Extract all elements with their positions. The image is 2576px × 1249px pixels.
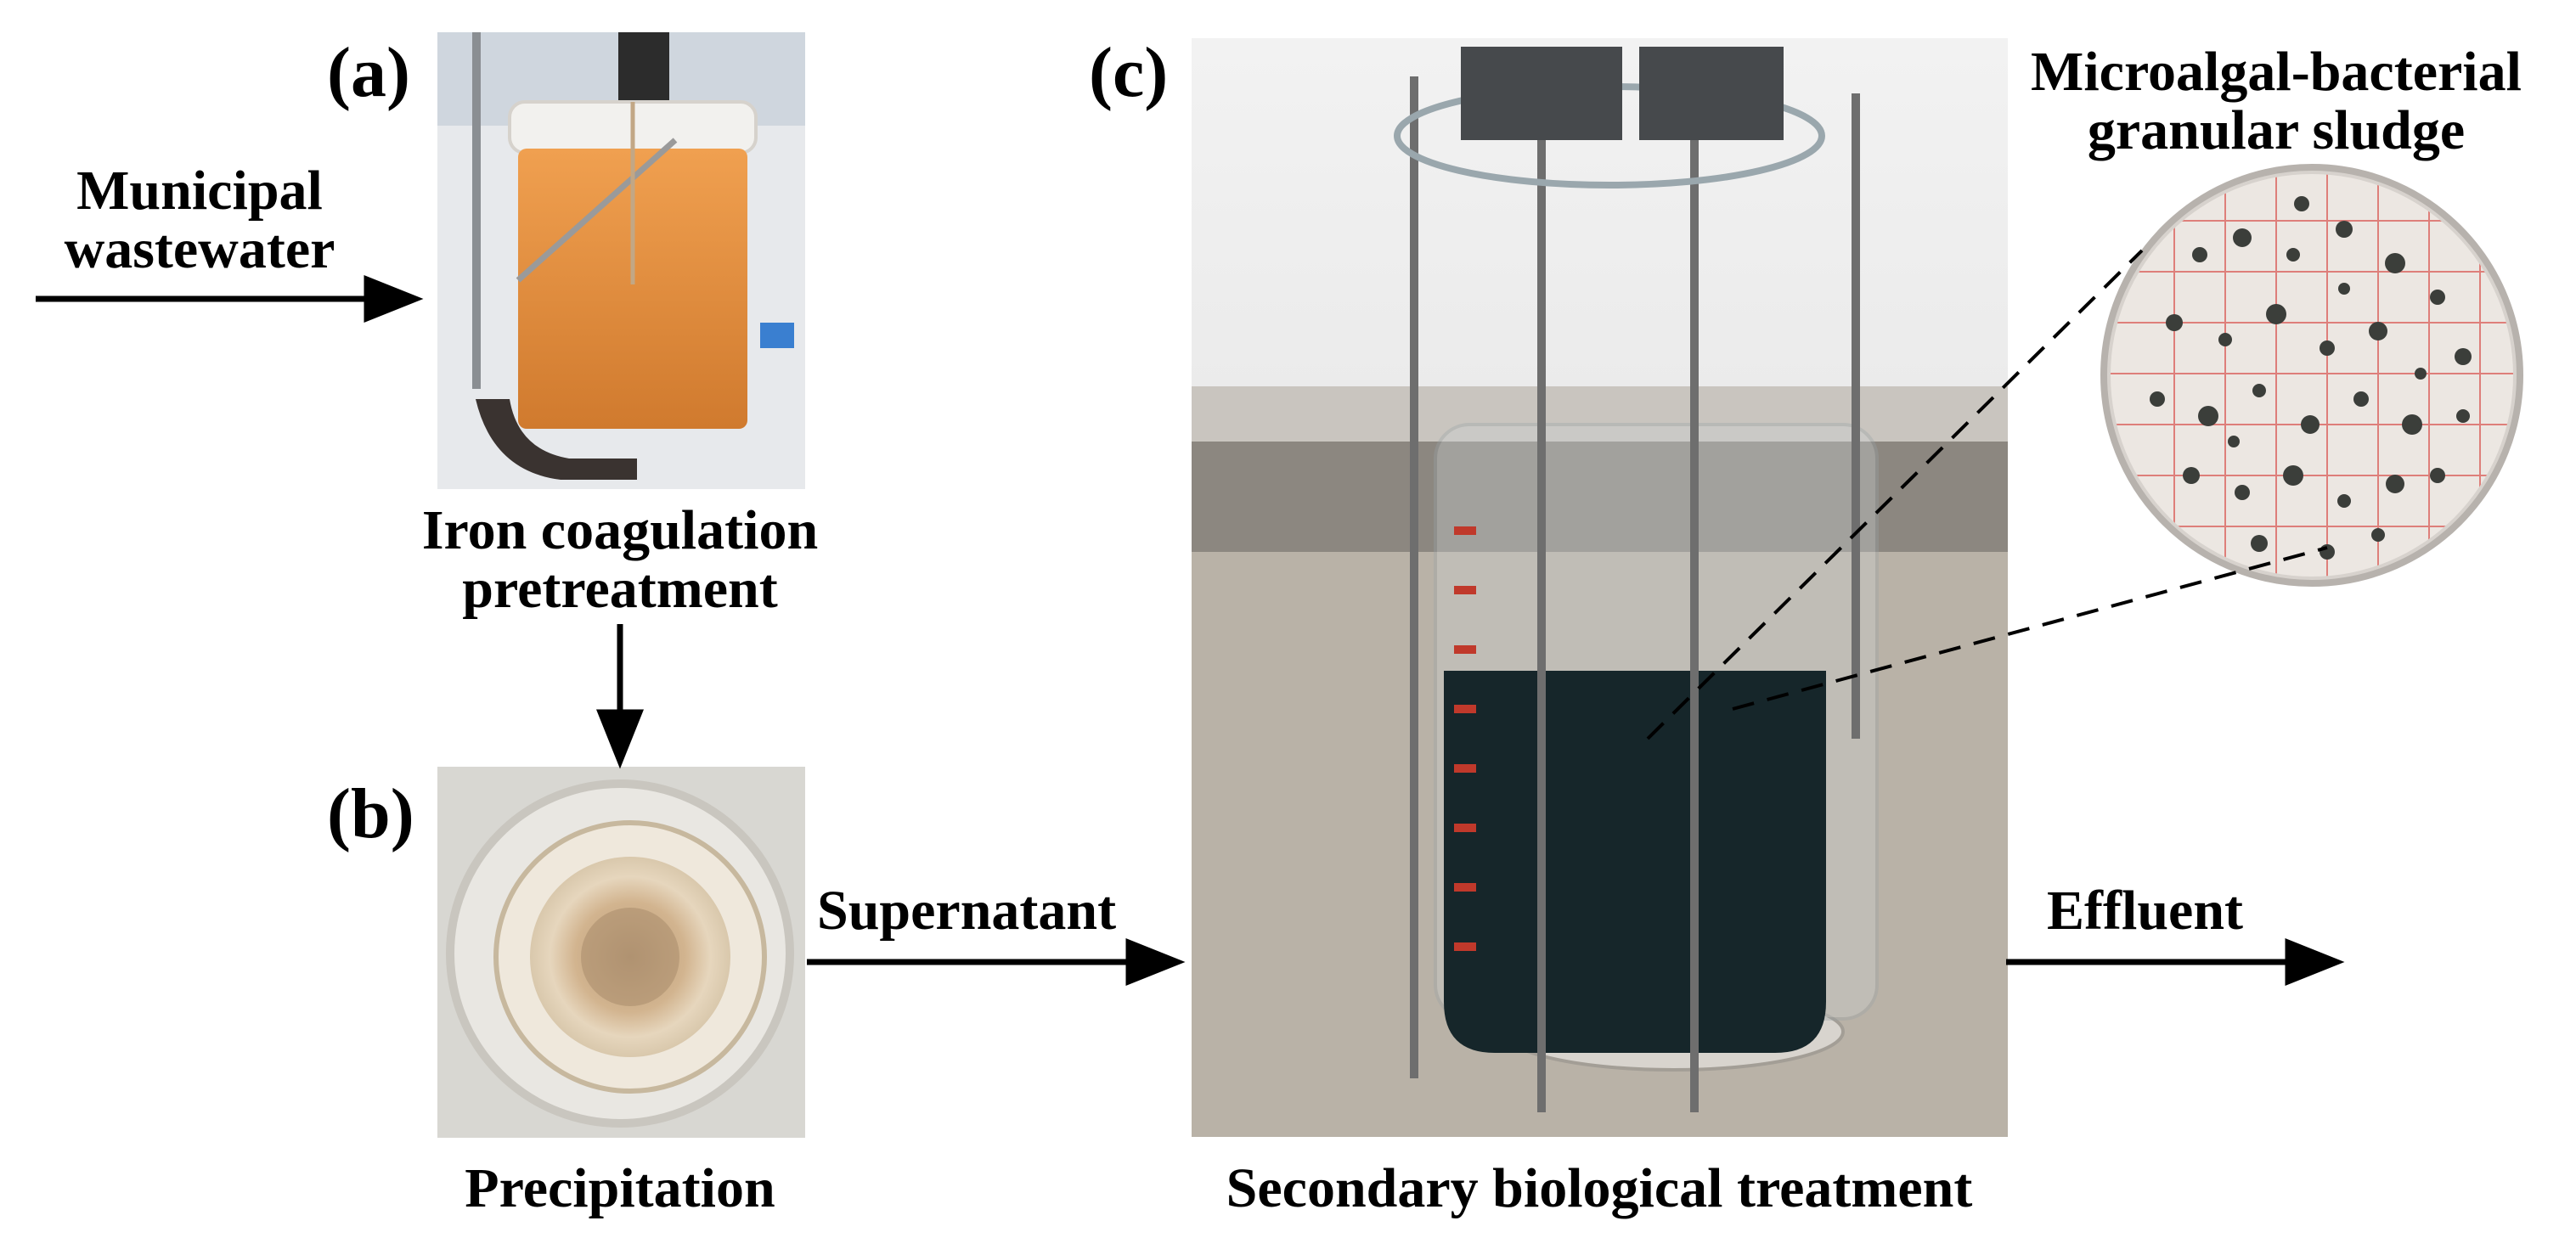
caption-a: Iron coagulation pretreatment — [365, 501, 875, 619]
zoom-line-top — [1646, 249, 2144, 740]
caption-a-line2: pretreatment — [462, 558, 778, 621]
panel-label-a: (a) — [327, 33, 410, 112]
photo-iron-coagulation — [437, 32, 805, 489]
inset-title-line2: granular sludge — [2087, 99, 2466, 162]
panel-label-c: (c) — [1089, 33, 1169, 112]
photo-precipitation — [437, 767, 805, 1138]
supernatant-label: Supernatant — [817, 880, 1117, 942]
effluent-label: Effluent — [2047, 880, 2243, 942]
caption-c: Secondary biological treatment — [1226, 1157, 1973, 1219]
input-label-line2: wastewater — [64, 218, 335, 281]
inset-petri-dish — [2100, 164, 2523, 587]
panel-label-b: (b) — [327, 774, 414, 853]
input-label: Municipal wastewater — [30, 161, 369, 279]
inset-title-line1: Microalgal-bacterial — [2031, 41, 2522, 103]
caption-b: Precipitation — [465, 1157, 775, 1219]
caption-a-line1: Iron coagulation — [421, 499, 819, 561]
photo-bioreactor — [1192, 38, 2008, 1137]
input-label-line1: Municipal — [76, 160, 323, 222]
inset-title: Microalgal-bacterial granular sludge — [1979, 42, 2573, 160]
zoom-line-bottom — [1732, 546, 2328, 711]
